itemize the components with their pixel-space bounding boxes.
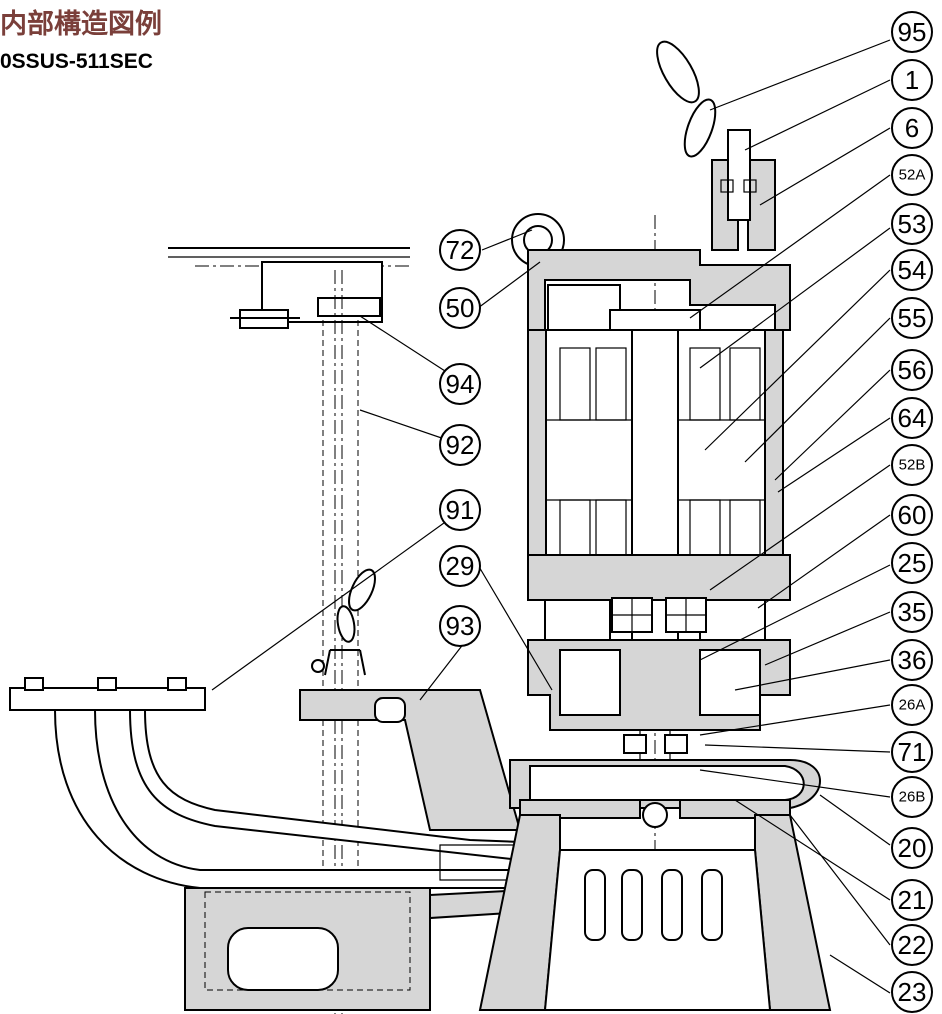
callout-54: 54 <box>891 249 933 291</box>
callout-25: 25 <box>891 542 933 584</box>
callout-21: 21 <box>891 879 933 921</box>
pump-body <box>478 40 832 1014</box>
callout-label: 29 <box>446 551 475 581</box>
callout-36: 36 <box>891 639 933 681</box>
callout-93: 93 <box>439 605 481 647</box>
callout-label: 95 <box>898 17 927 47</box>
leader-lines <box>211 39 891 994</box>
callout-label: 22 <box>898 930 927 960</box>
callout-64: 64 <box>891 397 933 439</box>
callout-label: 35 <box>898 597 927 627</box>
callout-26a: 26A <box>891 684 933 726</box>
callout-label: 52A <box>899 167 926 184</box>
callout-91: 91 <box>439 489 481 531</box>
callout-55: 55 <box>891 297 933 339</box>
callout-50: 50 <box>439 287 481 329</box>
callout-52a: 52A <box>891 154 933 196</box>
callout-label: 25 <box>898 548 927 578</box>
callout-1: 1 <box>891 59 933 101</box>
callout-22: 22 <box>891 924 933 966</box>
callout-label: 20 <box>898 833 927 863</box>
callout-label: 56 <box>898 355 927 385</box>
callout-label: 1 <box>905 65 919 95</box>
callout-label: 71 <box>898 737 927 767</box>
callout-label: 26A <box>899 697 926 714</box>
callout-72: 72 <box>439 229 481 271</box>
callout-label: 64 <box>898 403 927 433</box>
callout-label: 93 <box>446 611 475 641</box>
callout-label: 36 <box>898 645 927 675</box>
callout-6: 6 <box>891 107 933 149</box>
callout-label: 52B <box>899 457 926 474</box>
callout-label: 50 <box>446 293 475 323</box>
callout-52b: 52B <box>891 444 933 486</box>
callout-label: 60 <box>898 500 927 530</box>
callout-94: 94 <box>439 363 481 405</box>
callout-label: 54 <box>898 255 927 285</box>
callout-label: 55 <box>898 303 927 333</box>
callout-label: 72 <box>446 235 475 265</box>
callout-label: 53 <box>898 209 927 239</box>
callout-26b: 26B <box>891 776 933 818</box>
callout-23: 23 <box>891 971 933 1013</box>
model-number: 0SSUS-511SEC <box>0 50 153 73</box>
callout-95: 95 <box>891 11 933 53</box>
page-title: 内部構造図例 <box>0 9 162 40</box>
callout-label: 23 <box>898 977 927 1007</box>
callout-label: 21 <box>898 885 927 915</box>
callout-92: 92 <box>439 424 481 466</box>
callout-53: 53 <box>891 203 933 245</box>
callout-56: 56 <box>891 349 933 391</box>
callout-label: 92 <box>446 430 475 460</box>
callout-35: 35 <box>891 591 933 633</box>
callout-71: 71 <box>891 731 933 773</box>
callout-label: 91 <box>446 495 475 525</box>
callout-20: 20 <box>891 827 933 869</box>
callout-label: 26B <box>899 789 926 806</box>
callout-label: 6 <box>905 113 919 143</box>
callout-29: 29 <box>439 545 481 587</box>
callout-label: 94 <box>446 369 475 399</box>
callout-60: 60 <box>891 494 933 536</box>
discharge-elbow <box>9 677 526 1011</box>
